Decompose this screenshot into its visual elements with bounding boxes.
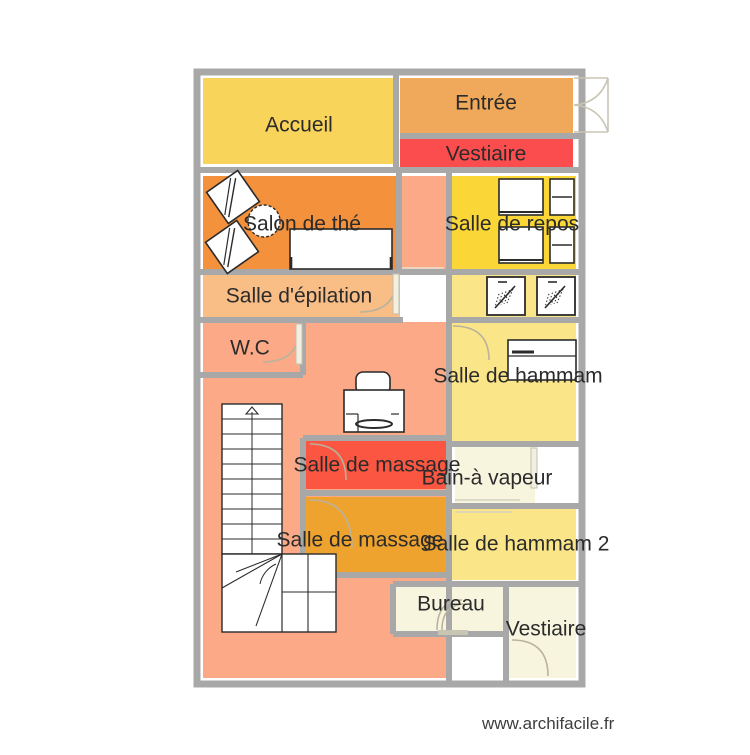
room-fill-salle-hammam-2 xyxy=(452,508,576,580)
room-salle-massage-1[interactable] xyxy=(305,441,450,489)
outer-walls xyxy=(193,68,586,688)
room-accueil[interactable] xyxy=(203,78,396,164)
entry-double-door-icon xyxy=(573,77,609,133)
room-entree[interactable] xyxy=(400,78,573,135)
room-fill-bain-a-vapeur xyxy=(455,447,535,504)
room-fill-vestiaire-bas xyxy=(508,587,576,678)
furniture-bathtub[interactable] xyxy=(507,339,577,381)
room-fill-vestiaire-haut xyxy=(400,139,573,172)
door-arc-massage1 xyxy=(309,443,347,481)
furniture-shower[interactable] xyxy=(486,276,526,316)
furniture-wardrobe[interactable] xyxy=(549,178,575,216)
furniture-sink[interactable] xyxy=(343,371,405,433)
room-bain-a-vapeur[interactable] xyxy=(455,447,535,504)
room-fill-accueil xyxy=(203,78,396,164)
watermark-archifacile: www.archifacile.fr xyxy=(482,714,615,733)
room-salle-hammam-2[interactable] xyxy=(452,508,576,580)
room-fill-entree xyxy=(400,78,573,135)
room-fill-salle-massage-1 xyxy=(305,441,450,489)
furniture-wardrobe[interactable] xyxy=(549,226,575,264)
furniture-bed[interactable] xyxy=(498,178,544,216)
door-swings xyxy=(262,77,609,677)
furniture-armchair[interactable] xyxy=(205,169,261,225)
furniture-armchair[interactable] xyxy=(204,219,260,275)
room-fill-salle-epilation xyxy=(203,274,400,318)
door-arc-hammam xyxy=(452,325,490,361)
room-fill-couloir-haut xyxy=(402,176,446,270)
door-arc-vestiaire xyxy=(511,639,549,677)
furniture-sofa[interactable] xyxy=(289,228,393,270)
furniture-bed[interactable] xyxy=(498,226,544,264)
furniture-round-table[interactable] xyxy=(247,204,281,238)
room-couloir-haut[interactable] xyxy=(402,176,446,270)
furniture-shower[interactable] xyxy=(536,276,576,316)
door-arc-bureau-b xyxy=(441,603,467,631)
door-arc-massage2 xyxy=(309,499,353,549)
room-vestiaire-haut[interactable] xyxy=(400,139,573,172)
room-vestiaire-bas[interactable] xyxy=(508,587,576,678)
furniture-layer xyxy=(204,169,577,433)
interior-walls xyxy=(200,75,579,682)
staircase[interactable] xyxy=(221,403,337,633)
room-salle-epilation[interactable] xyxy=(203,274,400,318)
door-arc-bureau-a xyxy=(436,599,463,631)
